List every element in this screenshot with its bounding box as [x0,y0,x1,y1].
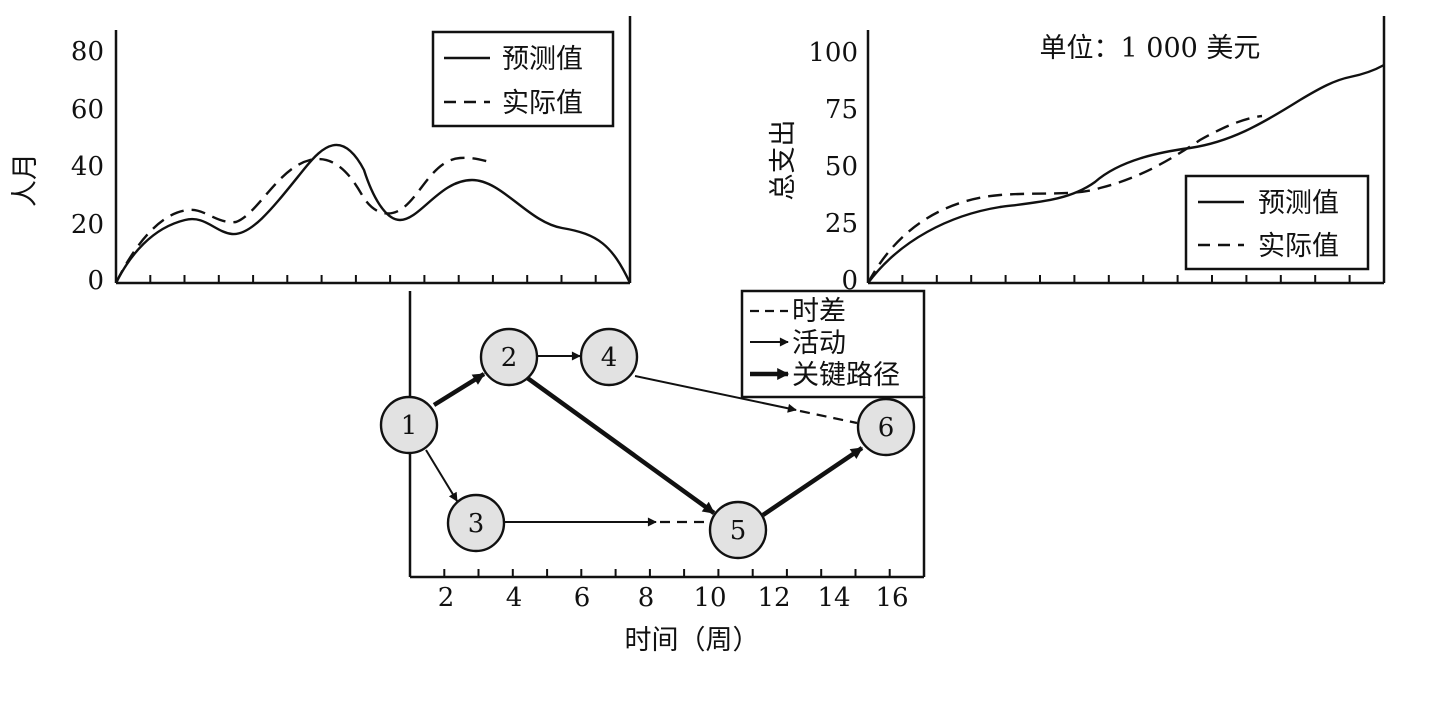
edge-2-5 [524,375,716,515]
network-legend-activity-label: 活动 [792,328,846,359]
manpower-ytick-label: 0 [87,266,104,296]
edge-1-3 [425,449,458,502]
cost-chart: 0 25 50 75 100 总支出 单位：1 000 美元 预测值 实际值 [768,16,1386,296]
edge-5-6 [761,446,864,517]
cost-forecast-line [867,63,1385,284]
network-node-6: 6 [856,397,916,457]
network-node-5: 5 [708,500,768,560]
network-x-axis-title: 时间（周） [625,625,760,656]
cost-actual-line [866,114,1263,284]
cost-y-axis-title: 总支出 [768,120,799,201]
network-diagram: 2 4 6 8 10 12 14 16 时间（周） 时差 活动 关键路径 1 [379,289,926,656]
network-node-4: 4 [579,327,639,387]
cost-ytick-label: 100 [808,38,858,68]
network-xtick-label: 8 [638,583,655,613]
manpower-legend [431,30,615,128]
network-x-ticks [443,569,891,577]
network-node-label: 6 [878,413,895,443]
cost-ytick-label: 0 [841,266,858,296]
cost-ytick-label: 75 [825,95,858,125]
network-xtick-label: 2 [438,583,455,613]
manpower-y-axis-title: 人月 [10,153,41,207]
network-legend-critical-label: 关键路径 [792,360,900,391]
manpower-ytick-label: 80 [71,37,104,67]
slack-4-6 [799,409,858,425]
manpower-chart: 0 20 40 60 80 人月 预测值 实际值 [10,16,632,296]
network-node-2: 2 [479,327,539,387]
cost-ytick-label: 25 [825,209,858,239]
cost-legend-forecast-label: 预测值 [1258,188,1339,219]
manpower-legend-forecast-label: 预测值 [502,44,583,75]
network-node-label: 4 [601,343,618,373]
network-xtick-label: 12 [757,583,790,613]
manpower-ytick-label: 60 [71,95,104,125]
cost-legend [1184,174,1370,271]
network-legend-slack-label: 时差 [792,296,846,327]
cost-x-ticks [901,275,1351,283]
network-node-label: 2 [501,343,518,373]
network-xtick-label: 10 [693,583,726,613]
network-xtick-label: 14 [817,583,850,613]
manpower-forecast-line [114,143,632,284]
cost-legend-actual-label: 实际值 [1258,231,1339,262]
cost-unit-note: 单位：1 000 美元 [1040,33,1261,64]
cost-ytick-label: 50 [825,152,858,182]
manpower-actual-line [114,156,491,284]
network-xtick-label: 16 [875,583,908,613]
network-legend [740,289,926,399]
edge-4-6 [634,375,797,413]
network-xtick-label: 6 [574,583,591,613]
manpower-x-ticks [149,275,597,283]
network-node-3: 3 [446,493,506,553]
network-node-label: 3 [468,509,485,539]
network-node-1: 1 [379,395,439,455]
manpower-ytick-label: 20 [71,210,104,240]
network-xtick-label: 4 [506,583,523,613]
manpower-legend-actual-label: 实际值 [502,88,583,119]
manpower-ytick-label: 40 [71,152,104,182]
network-node-label: 5 [730,516,747,546]
edge-1-2 [432,372,486,407]
network-node-label: 1 [401,411,418,441]
